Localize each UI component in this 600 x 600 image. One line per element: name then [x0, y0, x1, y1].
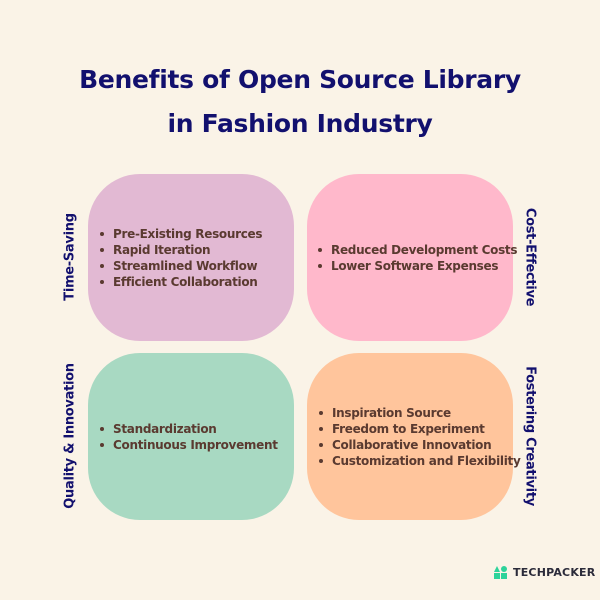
label-fostering-creativity: Fostering Creativity [522, 366, 538, 506]
card-cost-effective: Reduced Development Costs Lower Software… [307, 174, 518, 341]
brand-name: TECHPACKER [513, 566, 596, 579]
benefit-list: Pre-Existing Resources Rapid Iteration S… [98, 226, 263, 290]
list-item: Freedom to Experiment [317, 421, 521, 437]
benefit-list: Inspiration Source Freedom to Experiment… [317, 405, 521, 469]
title-line-2: in Fashion Industry [167, 109, 433, 138]
list-item: Streamlined Workflow [98, 258, 262, 274]
label-cost-effective: Cost-Effective [522, 207, 538, 307]
label-quality-innovation: Quality & Innovation [62, 363, 78, 509]
list-item: Reduced Development Costs [316, 242, 518, 258]
card-quality-innovation: Standardization Continuous Improvement [88, 353, 294, 520]
list-item: Lower Software Expenses [316, 258, 517, 274]
list-item: Efficient Collaboration [98, 274, 262, 290]
card-time-saving: Pre-Existing Resources Rapid Iteration S… [88, 174, 294, 341]
label-time-saving: Time-Saving [62, 213, 78, 301]
title-line-1: Benefits of Open Source Library [79, 65, 521, 94]
page-title: Benefits of Open Source Library in Fashi… [0, 58, 600, 146]
benefit-list: Standardization Continuous Improvement [98, 421, 278, 453]
card-fostering-creativity: Inspiration Source Freedom to Experiment… [307, 353, 521, 520]
list-item: Customization and Flexibility [317, 453, 521, 469]
list-item: Rapid Iteration [98, 242, 262, 258]
brand-logo: TECHPACKER [494, 566, 595, 579]
techpacker-logo-icon [494, 566, 507, 579]
benefit-list: Reduced Development Costs Lower Software… [316, 242, 518, 274]
list-item: Standardization [98, 421, 278, 437]
list-item: Collaborative Innovation [317, 437, 521, 453]
list-item: Inspiration Source [317, 405, 521, 421]
list-item: Continuous Improvement [98, 437, 278, 453]
list-item: Pre-Existing Resources [98, 226, 263, 242]
